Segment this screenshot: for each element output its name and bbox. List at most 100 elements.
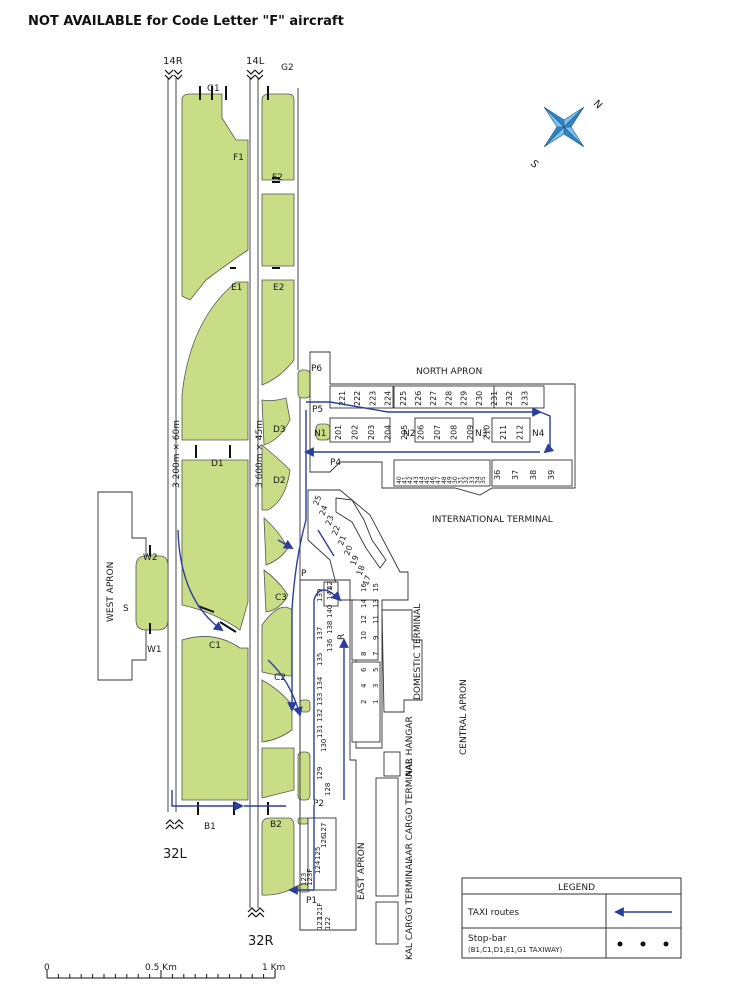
stand-label: 7: [372, 652, 380, 656]
stand-label: 14: [360, 599, 368, 608]
taxiway-e1-label: E1: [231, 283, 242, 293]
stand-label: 226: [414, 391, 423, 406]
stand-label: 40: [396, 476, 403, 484]
aar-cargo-label: AAR CARGO TERMINAL: [405, 759, 415, 862]
stand-label: 224: [384, 391, 393, 406]
stand-label: 132: [316, 709, 324, 722]
stand-label: 201: [334, 425, 343, 440]
international-terminal-gates-right: [491, 459, 573, 487]
stand-label: 122: [324, 917, 332, 930]
taxiway-p2-label: P2: [313, 799, 324, 809]
stand-label: 13: [372, 599, 380, 608]
aar-hangar-label: AAR HANGAR: [405, 716, 415, 777]
stand-label: 125: [314, 847, 322, 860]
stand-label: 121: [316, 917, 324, 930]
international-terminal-label: INTERNATIONAL TERMINAL: [432, 515, 553, 525]
taxiway-p5-label: P5: [312, 405, 323, 415]
stand-label: 46: [430, 476, 437, 484]
stand-label: 222: [353, 391, 362, 406]
stand-label: 128: [324, 783, 332, 796]
taxiway-g2-label: G2: [281, 63, 294, 73]
stand-label: 139: [316, 589, 324, 602]
north-apron-label: NORTH APRON: [416, 367, 482, 377]
legend-stopbar-note: (B1,C1,D1,E1,G1 TAXIWAY): [468, 946, 562, 954]
runway-14r-label: 14R: [163, 56, 183, 67]
stand-label: 137: [316, 627, 324, 640]
stand-label: 204: [384, 425, 393, 440]
stand-label: 49: [446, 476, 453, 484]
domestic-stands-upper: [351, 599, 379, 661]
stand-label: 15: [372, 583, 380, 592]
stand-label: 140: [326, 605, 334, 618]
stand-label: 16: [360, 583, 368, 592]
legend-stopbar-dot: [640, 941, 646, 947]
north-apron-stands-lower-left: [329, 417, 391, 443]
stand-label: 38: [529, 470, 538, 480]
east-apron-stands: [307, 817, 337, 891]
stand-label: 123F: [306, 869, 314, 886]
stand-label: 133: [316, 693, 324, 706]
runway-32l-label: 32L: [163, 847, 188, 862]
stand-label: 19: [349, 554, 361, 567]
taxiway-e2-label: E2: [273, 283, 284, 293]
stand-label: 227: [429, 391, 438, 406]
stand-label: 233: [520, 391, 529, 406]
stand-label: 208: [450, 425, 459, 440]
taxi-routes: [171, 401, 555, 895]
legend: LEGEND TAXI routes Stop-bar (B1,C1,D1,E1…: [461, 877, 682, 959]
middle-stands: 1411401391381371361351341331321311301291…: [299, 579, 357, 931]
international-terminal-gates-left: [393, 459, 491, 487]
taxiway-n1-label: N1: [314, 429, 326, 439]
stand-label: 210: [483, 425, 492, 440]
taxiway-w2-label: W2: [143, 553, 158, 563]
stand-label: 130: [320, 739, 328, 752]
stand-label: 6: [360, 667, 368, 672]
legend-taxi-label: TAXI routes: [467, 908, 519, 918]
threshold-arrows-32l: [165, 819, 184, 830]
aar-cargo-building: [375, 777, 399, 897]
stand-label: 231: [490, 391, 499, 406]
stand-label: 126: [320, 834, 328, 848]
threshold-arrows-32r: [247, 907, 265, 918]
stand-label: 131: [316, 725, 324, 738]
stand-label: 211: [499, 425, 508, 440]
stand-label: 225: [399, 391, 408, 406]
legend-title: LEGEND: [558, 883, 595, 893]
scale-one-label: 1 Km: [262, 963, 285, 973]
stand-label: 22: [330, 524, 342, 537]
domestic-terminal-building: [381, 609, 423, 713]
taxiway-n3-label: N3: [475, 429, 487, 439]
stand-label: 129: [316, 767, 324, 780]
taxiway-g1-label: G1: [207, 84, 220, 94]
stand-label: 212: [516, 425, 525, 440]
stand-label: 20: [342, 544, 354, 557]
stand-label: 45: [424, 476, 431, 484]
stand-label: 23: [324, 514, 336, 527]
stand-label: 206: [417, 425, 426, 440]
north-apron-stands-lower: [414, 417, 474, 443]
runway-14l-label: 14L: [246, 56, 265, 67]
stand-label: 223: [368, 391, 377, 406]
stand-label: 3: [372, 684, 380, 688]
kal-cargo-label: KAL CARGO TERMINAL: [405, 859, 415, 960]
taxiway-p4-label: P4: [330, 458, 341, 468]
stand-label: 32: [463, 476, 470, 484]
grass-areas: [181, 93, 331, 896]
legend-stopbar-dot: [663, 941, 669, 947]
notice-text: NOT AVAILABLE for Code Letter "F" aircra…: [28, 14, 344, 29]
stand-label: 18: [355, 564, 367, 577]
stand-label: 205: [400, 425, 409, 440]
taxiway-d3-label: D3: [273, 425, 286, 435]
stand-label: 31: [458, 476, 465, 484]
stand-label: 41: [402, 476, 409, 484]
threshold-arrows-14l: [246, 69, 264, 80]
taxiway-d1-label: D1: [211, 459, 224, 469]
stand-label: 42: [326, 581, 334, 590]
stand-label: 230: [475, 391, 484, 406]
